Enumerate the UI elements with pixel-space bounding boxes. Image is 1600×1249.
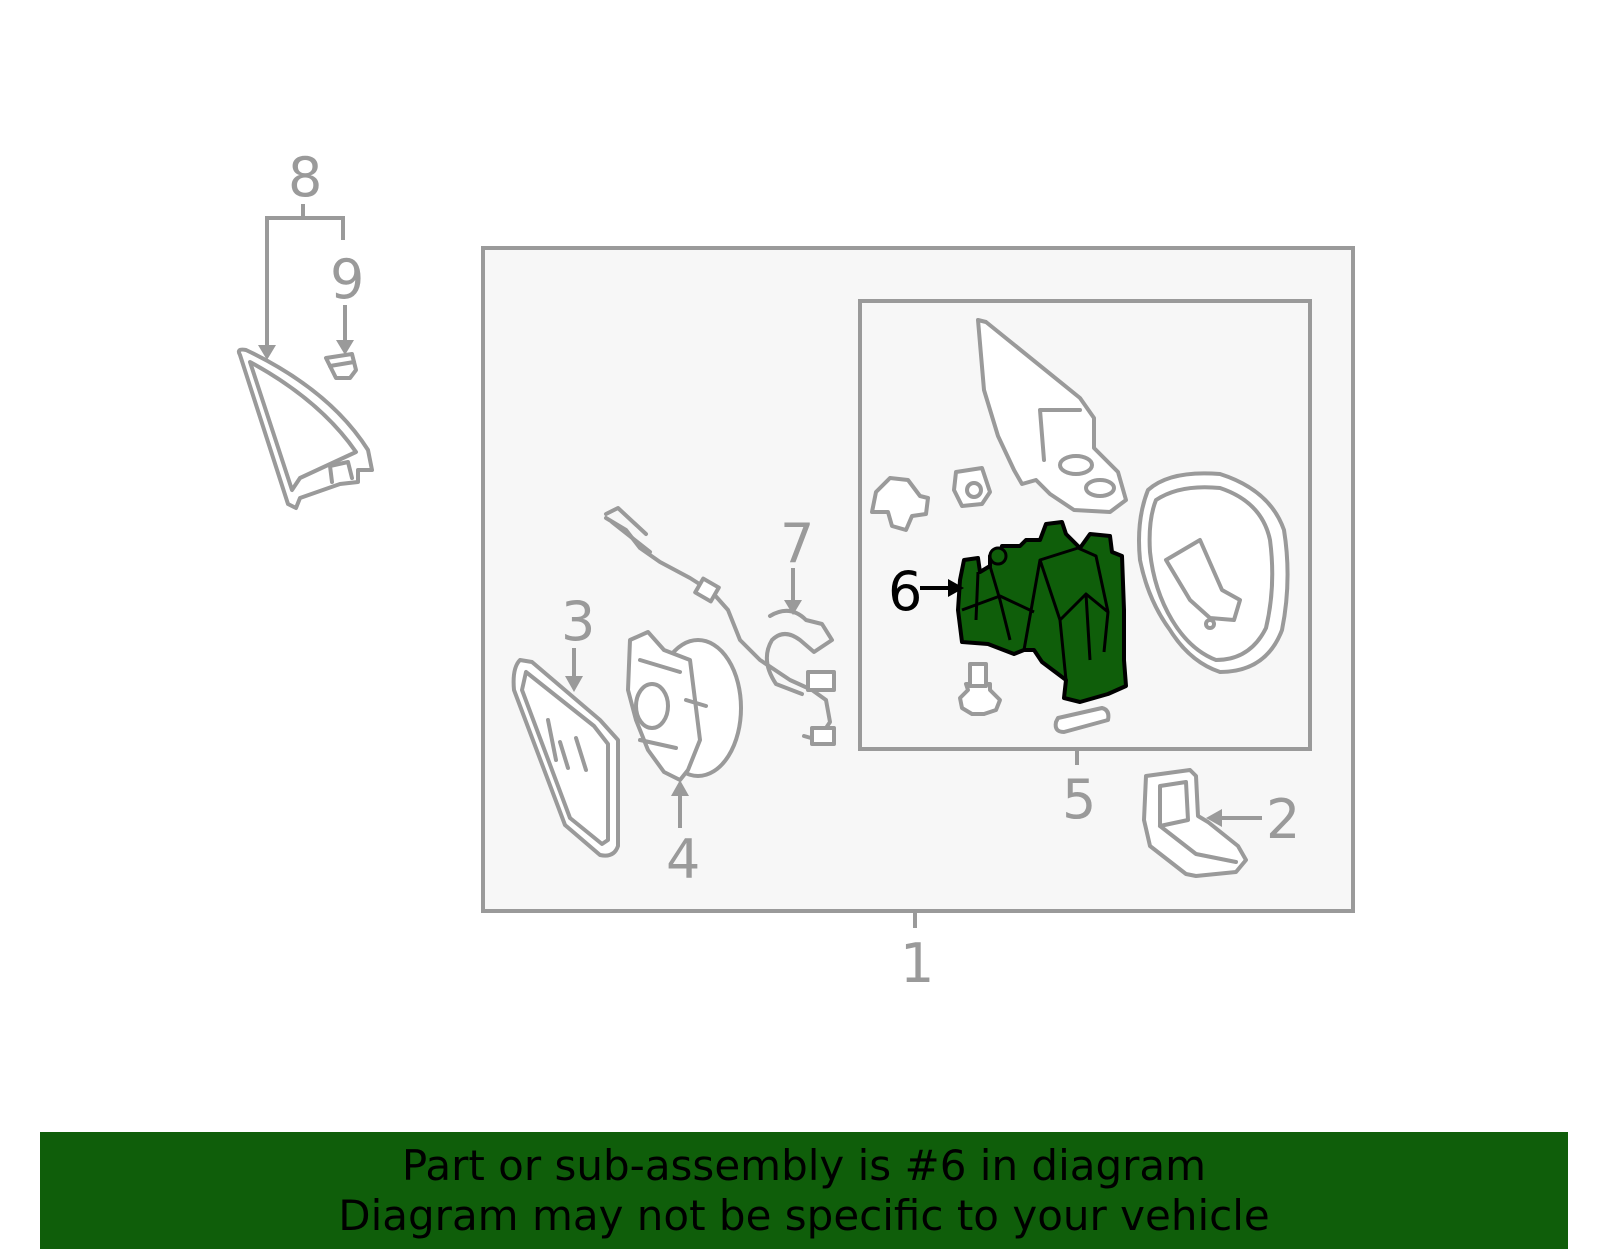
arrow-9	[336, 340, 354, 355]
arrow-6	[948, 579, 964, 597]
banner-line-part: Part or sub-assembly is #6 in diagram	[401, 1140, 1207, 1190]
part-5-screw[interactable]	[958, 662, 1002, 716]
arrow-2	[1206, 809, 1222, 827]
part-5-mirror-cover[interactable]	[1137, 471, 1290, 674]
part-3-mirror-glass[interactable]	[511, 658, 620, 858]
part-4-actuator[interactable]	[626, 630, 743, 782]
callout-3: 3	[561, 590, 595, 653]
part-5-base[interactable]	[976, 318, 1128, 514]
part-6-motor-assembly[interactable]	[956, 520, 1128, 704]
arrow-3	[565, 676, 583, 692]
arrow-4	[671, 780, 689, 796]
callout-2: 2	[1266, 788, 1300, 851]
callout-5: 5	[1062, 768, 1096, 831]
callout-4: 4	[666, 828, 700, 891]
part-7-wire-harness[interactable]	[604, 506, 836, 746]
arrow-7	[784, 600, 802, 615]
callout-9: 9	[330, 248, 364, 311]
callout-6[interactable]: 6	[888, 560, 922, 623]
banner-line-disclaimer: Diagram may not be specific to your vehi…	[338, 1190, 1270, 1240]
part-2-cap[interactable]	[1142, 768, 1248, 878]
callout-8: 8	[288, 146, 322, 209]
callout-1: 1	[900, 932, 934, 995]
arrow-8	[258, 345, 276, 360]
part-5-pin[interactable]	[1053, 706, 1111, 734]
callout-7: 7	[780, 512, 814, 575]
part-8-cover[interactable]	[236, 347, 374, 510]
part-9-clip[interactable]	[324, 352, 358, 380]
info-banner: Part or sub-assembly is #6 in diagram Di…	[40, 1132, 1568, 1249]
part-5-grommet[interactable]	[952, 466, 992, 508]
part-5-bracket[interactable]	[870, 476, 930, 532]
